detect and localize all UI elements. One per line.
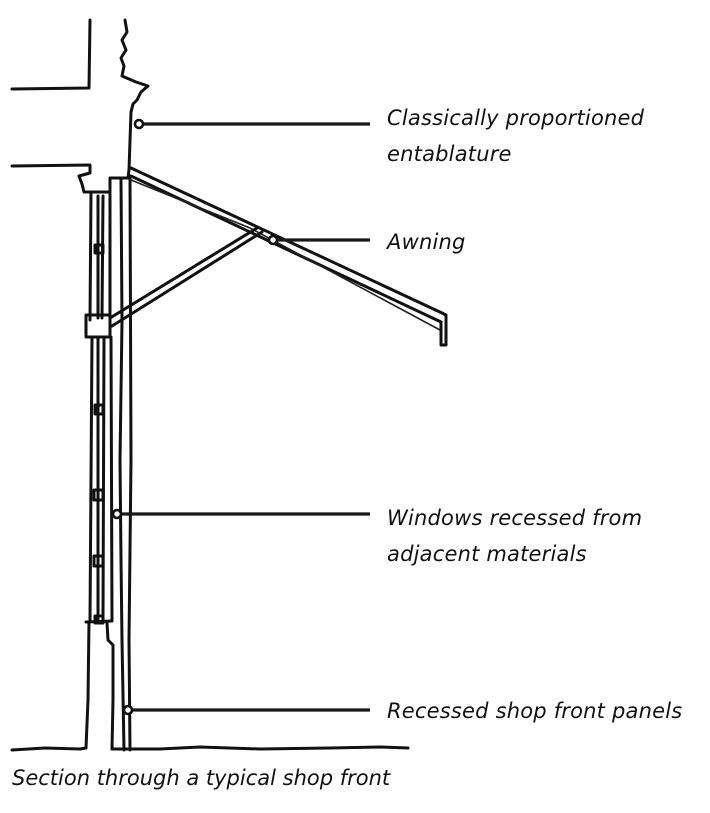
annotation-windows-line-2: adjacent materials xyxy=(387,542,587,566)
annotation-panels-line-1: Recessed shop front panels xyxy=(387,699,683,723)
annotation-awning: Awning xyxy=(387,224,466,260)
window-mullion xyxy=(84,174,133,752)
leader-dot-panels xyxy=(122,704,134,716)
entablature-profile xyxy=(10,18,150,194)
annotation-entablature-line-2: entablature xyxy=(387,142,512,166)
annotation-panels: Recessed shop front panels xyxy=(387,693,682,729)
annotation-windows-line-1: Windows recessed from xyxy=(387,506,643,530)
leader-dot-entablature xyxy=(133,118,145,130)
figure-caption: Section through a typical shop front xyxy=(12,766,391,790)
leader-dot-awning xyxy=(267,234,279,246)
leader-dot-windows xyxy=(111,508,123,520)
stall-riser xyxy=(84,620,115,751)
annotation-entablature-line-1: Classically proportioned xyxy=(387,106,645,130)
annotation-awning-line-1: Awning xyxy=(387,230,466,254)
annotation-entablature: Classically proportioned entablature xyxy=(387,100,644,172)
annotation-windows: Windows recessed from adjacent materials xyxy=(387,500,642,572)
leader-lines xyxy=(111,118,370,716)
ground-line xyxy=(10,745,410,752)
